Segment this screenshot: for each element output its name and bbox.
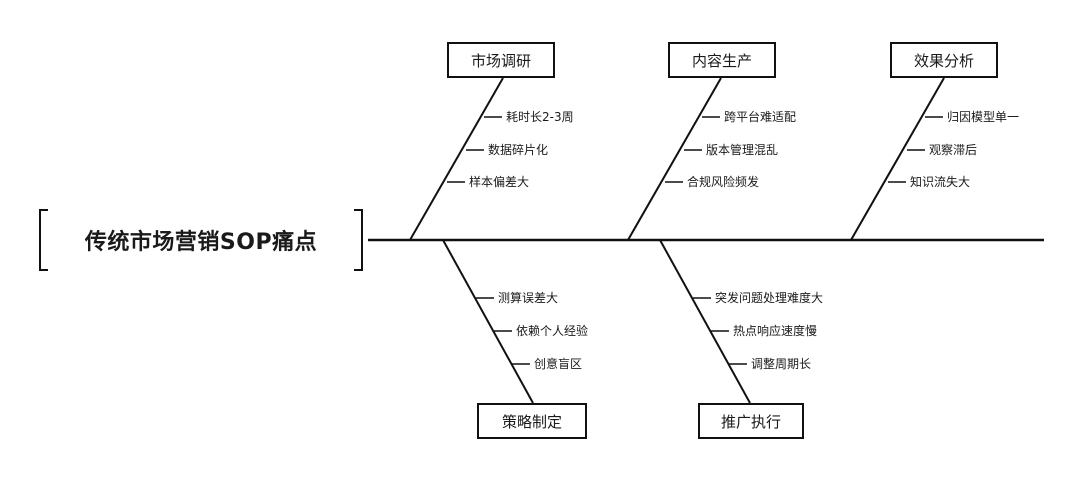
left-bracket: [39, 209, 48, 271]
bone-effect-analysis: [850, 77, 945, 241]
right-bracket: [354, 209, 363, 271]
cause-label: 跨平台难适配: [724, 110, 797, 124]
cause-label: 耗时长2-3周: [506, 110, 574, 124]
bone-market-research: [409, 77, 504, 241]
problem-title: 传统市场营销SOP痛点: [84, 230, 318, 255]
cause-label: 热点响应速度慢: [733, 324, 818, 338]
category-box-content-production: 内容生产: [668, 42, 776, 78]
cause-label: 突发问题处理难度大: [715, 291, 824, 305]
cause-label: 创意盲区: [534, 357, 583, 371]
cause-label: 知识流失大: [910, 175, 971, 189]
cause-label: 版本管理混乱: [706, 143, 779, 157]
cause-label: 样本偏差大: [469, 175, 530, 189]
cause-label: 观察滞后: [929, 143, 978, 157]
category-box-promotion: 推广执行: [698, 403, 804, 439]
category-box-strategy: 策略制定: [477, 403, 587, 439]
bone-content-production: [627, 77, 722, 241]
cause-label: 测算误差大: [498, 291, 559, 305]
category-box-market-research: 市场调研: [447, 42, 555, 78]
bone-promotion: [659, 239, 751, 404]
cause-label: 归因模型单一: [947, 110, 1020, 124]
cause-label: 数据碎片化: [488, 143, 549, 157]
cause-label: 依赖个人经验: [516, 324, 589, 338]
bone-strategy: [442, 239, 534, 404]
category-box-effect-analysis: 效果分析: [890, 42, 998, 78]
cause-label: 合规风险频发: [687, 175, 760, 189]
cause-label: 调整周期长: [751, 357, 812, 371]
